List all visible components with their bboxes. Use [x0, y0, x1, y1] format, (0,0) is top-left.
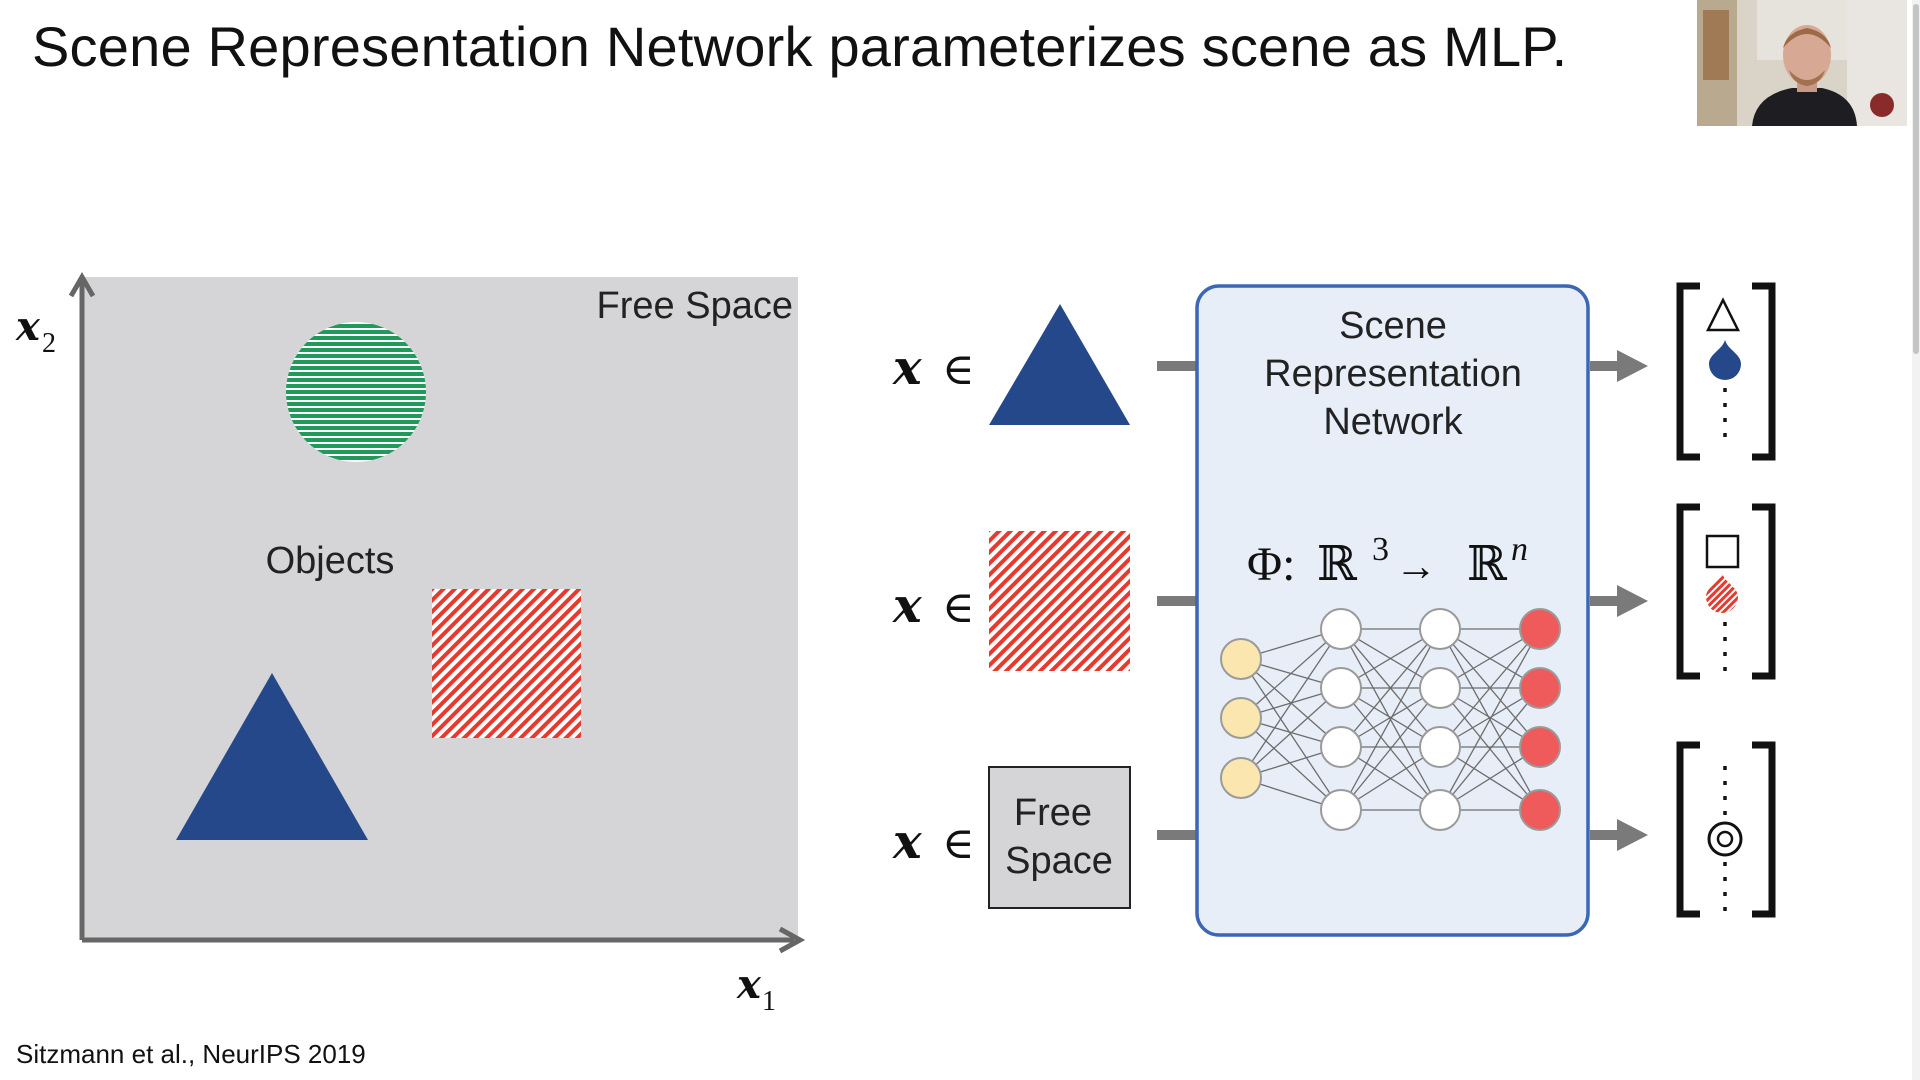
y-axis-subscript: 2 [42, 328, 56, 359]
red-square-object [432, 589, 581, 738]
input-row-triangle: x ∈ [892, 304, 1196, 425]
network-title-line1: Scene [1339, 305, 1447, 347]
input-var: x [892, 340, 923, 396]
phi-symbol: Φ: [1247, 538, 1295, 591]
input-row-free-space: x ∈ Free Space [892, 766, 1196, 909]
network-title-line3: Network [1323, 401, 1463, 443]
mlp-output-node [1519, 789, 1561, 831]
mlp-output-node [1519, 726, 1561, 768]
mlp-output-node [1519, 608, 1561, 650]
mlp-edge [1240, 628, 1342, 719]
square-icon [989, 531, 1130, 671]
free-space-box [988, 766, 1131, 909]
mlp-hidden-node [1320, 608, 1362, 650]
right-bracket [1752, 503, 1776, 680]
mlp-edge [1439, 628, 1541, 811]
mlp-edge [1439, 628, 1541, 748]
mlp-hidden-node [1320, 789, 1362, 831]
mlp-output-node [1519, 667, 1561, 709]
x-axis-subscript: 1 [762, 986, 776, 1017]
triangle-icon [1705, 297, 1741, 332]
mlp-edge [1340, 628, 1441, 811]
mlp-input-node [1220, 757, 1262, 799]
input-row-square: x ∈ [892, 531, 1196, 671]
network-panel [1195, 284, 1590, 937]
mlp-edge [1240, 658, 1342, 811]
domain-exponent: 3 [1372, 531, 1389, 568]
right-bracket [1752, 282, 1776, 461]
mapping-arrow: → [1395, 544, 1437, 590]
element-of-symbol: ∈ [942, 345, 975, 394]
presenter-webcam [1697, 0, 1907, 126]
free-space-label: Free Space [597, 285, 793, 327]
y-axis-label: x [15, 303, 41, 350]
network-title-line2: Representation [1264, 353, 1522, 395]
mlp-diagram [1220, 608, 1561, 831]
output-arrowhead [1617, 819, 1648, 851]
mlp-hidden-node [1320, 726, 1362, 768]
mlp-hidden-node [1419, 667, 1461, 709]
output-vector-free-space [1676, 741, 1776, 918]
output-arrowhead [1617, 585, 1648, 617]
mlp-hidden-node [1419, 608, 1461, 650]
y-axis-arrowhead [68, 272, 96, 298]
network-box: Scene Representation Network Φ: ℝ 3 → ℝ … [1195, 284, 1590, 937]
drop-icon [1706, 573, 1738, 613]
mlp-edge [1240, 717, 1342, 811]
output-vector-triangle [1676, 282, 1776, 461]
citation: Sitzmann et al., NeurIPS 2019 [16, 1039, 366, 1069]
left-bracket [1676, 282, 1700, 461]
slide-title: Scene Representation Network parameteriz… [32, 15, 1568, 78]
target-center [1716, 830, 1734, 848]
mlp-edge [1340, 687, 1441, 811]
input-var: x [892, 814, 923, 870]
x-axis-arrowhead [778, 926, 806, 954]
element-of-symbol: ∈ [942, 583, 975, 632]
right-bracket [1752, 741, 1776, 918]
codomain-exponent: n [1511, 531, 1528, 568]
mlp-edge [1439, 687, 1541, 811]
mlp-hidden-node [1419, 726, 1461, 768]
blue-triangle-object [176, 673, 368, 840]
objects-label: Objects [266, 540, 395, 582]
presenter-video-icon [1697, 0, 1907, 126]
input-var: x [892, 578, 923, 634]
mlp-edge [1340, 628, 1441, 748]
vertical-scrollbar[interactable] [1912, 0, 1920, 1080]
scene-plot: x 2 x 1 Free Space Objects [15, 272, 806, 1017]
mlp-edge [1240, 628, 1342, 779]
scrollbar-thumb[interactable] [1913, 4, 1919, 354]
mlp-edge [1240, 687, 1342, 779]
codomain-symbol: ℝ [1467, 538, 1507, 591]
output-vector-square [1676, 503, 1776, 680]
free-space-box-line1: Free [1014, 792, 1092, 834]
domain-symbol: ℝ [1317, 538, 1357, 591]
square-icon [1705, 534, 1740, 569]
left-bracket [1676, 741, 1700, 918]
mlp-input-node [1220, 638, 1262, 680]
drop-icon [1709, 340, 1741, 380]
element-of-symbol: ∈ [942, 819, 975, 868]
free-space-box-line2: Space [1005, 840, 1113, 882]
mlp-hidden-node [1320, 667, 1362, 709]
x-axis-label: x [736, 961, 762, 1008]
output-arrows [1590, 350, 1648, 851]
left-bracket [1676, 503, 1700, 680]
triangle-icon [989, 304, 1130, 425]
green-circle-object [286, 322, 426, 462]
mlp-hidden-node [1419, 789, 1461, 831]
output-arrowhead [1617, 350, 1648, 382]
mlp-input-node [1220, 697, 1262, 739]
